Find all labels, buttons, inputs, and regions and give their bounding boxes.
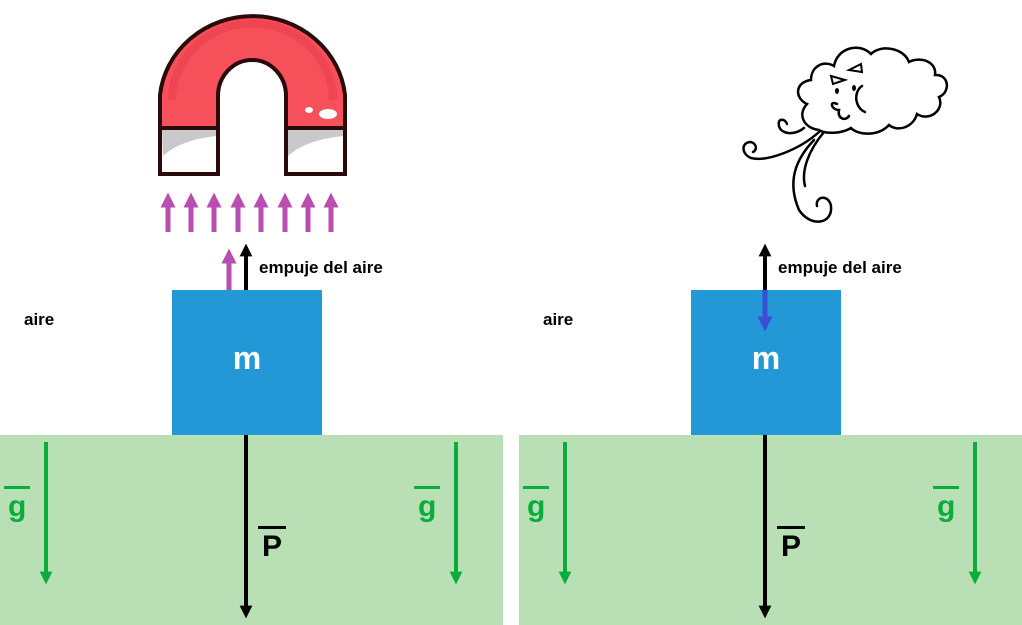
air-label: aire: [24, 310, 55, 329]
wind-diagram-graphics: [558, 46, 982, 619]
gravity-vector-label-right: g: [933, 486, 960, 523]
wind-panel: m aire empuje del aire P g g: [519, 0, 1022, 625]
gravity-symbol: g: [527, 490, 546, 523]
weight-vector-label: P: [777, 526, 806, 563]
mass-label: m: [232, 340, 262, 376]
ground-region: [0, 435, 503, 625]
gravity-vector-label-left: g: [4, 486, 31, 523]
ground-region: [519, 435, 1022, 625]
magnet-diagram-graphics: [39, 14, 463, 619]
weight-vector-label: P: [258, 526, 287, 563]
wind-cloud-icon: [742, 46, 948, 223]
magnetic-field-arrows: [160, 192, 339, 232]
air-label: aire: [543, 310, 574, 329]
mass-label: m: [751, 340, 781, 376]
gravity-symbol: g: [8, 490, 27, 523]
gravity-symbol: g: [418, 490, 437, 523]
weight-symbol: P: [262, 530, 283, 563]
gravity-vector-label-right: g: [414, 486, 441, 523]
magnet-panel: m aire empuje del aire P g g: [0, 0, 503, 625]
buoyancy-label: empuje del aire: [259, 258, 383, 277]
buoyancy-label: empuje del aire: [778, 258, 902, 277]
magnet-icon: [158, 14, 347, 176]
gravity-vector-label-left: g: [523, 486, 550, 523]
weight-symbol: P: [781, 530, 802, 563]
mass-block: [172, 290, 322, 435]
gravity-symbol: g: [937, 490, 956, 523]
